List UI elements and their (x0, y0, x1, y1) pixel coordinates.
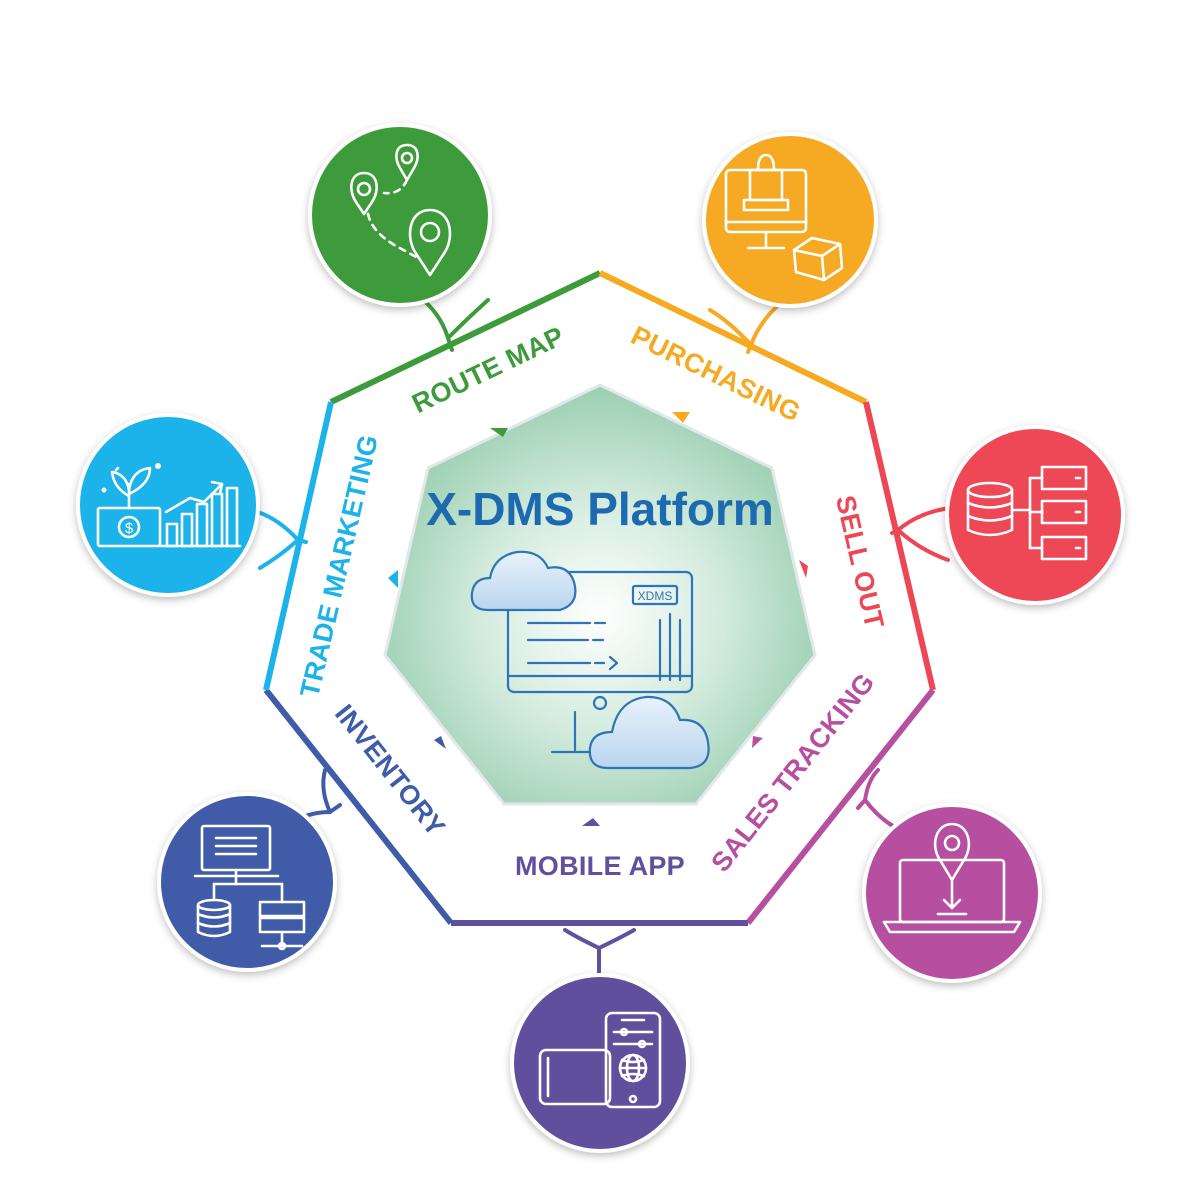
marker-sales-tracking (752, 736, 763, 748)
platform-title: X-DMS Platform (426, 483, 774, 535)
money-growth-chart-icon: $ (96, 463, 242, 548)
map-pins-route-icon (350, 143, 452, 277)
database-servers-icon (966, 465, 1088, 561)
module-mobile-app[interactable] (510, 973, 690, 1153)
edge-trade-marketing (263, 401, 334, 691)
cloud-icon (470, 550, 577, 612)
marker-sell-out (799, 560, 808, 578)
connector-sell-out (890, 506, 952, 562)
core-markers (388, 412, 808, 826)
marker-purchasing (672, 412, 690, 423)
label-mobile-app: MOBILE APP (515, 851, 685, 881)
module-trade-marketing[interactable]: $ (76, 413, 260, 597)
marker-trade-marketing (388, 570, 398, 588)
label-inventory: INVENTORY (329, 699, 451, 842)
label-route-map: ROUTE MAP (407, 321, 568, 419)
svg-text:$: $ (125, 520, 134, 537)
module-inventory[interactable] (157, 792, 337, 972)
shopping-computer-box-icon (724, 153, 844, 282)
marker-inventory (434, 736, 446, 749)
edge-purchasing (598, 270, 868, 405)
cloud-monitor-icon: XDMS (470, 550, 710, 770)
connector-trade-marketing (256, 510, 308, 570)
screen-badge: XDMS (638, 589, 673, 603)
module-sales-tracking[interactable] (862, 803, 1042, 983)
outer-heptagon (263, 270, 936, 926)
edge-sales-tracking (745, 688, 936, 925)
label-sell-out: SELL OUT (830, 493, 890, 632)
edge-sell-out (863, 401, 936, 691)
module-sell-out[interactable] (945, 425, 1125, 605)
edge-inventory (263, 688, 454, 925)
connector-mobile-app (563, 928, 636, 977)
core-heptagon (383, 383, 817, 806)
label-trade-marketing: TRADE MARKETING (294, 432, 384, 700)
edge-route-map (329, 270, 602, 405)
connectors (256, 294, 952, 977)
tablet-phone-globe-icon (538, 1011, 662, 1109)
module-purchasing[interactable] (702, 132, 878, 308)
marker-route-map (490, 428, 508, 437)
computer-network-database-icon (193, 824, 306, 951)
module-route-map[interactable] (308, 123, 492, 307)
marker-mobile-app (582, 818, 600, 826)
cloud-icon (588, 695, 710, 770)
laptop-location-pin-icon (882, 822, 1022, 934)
